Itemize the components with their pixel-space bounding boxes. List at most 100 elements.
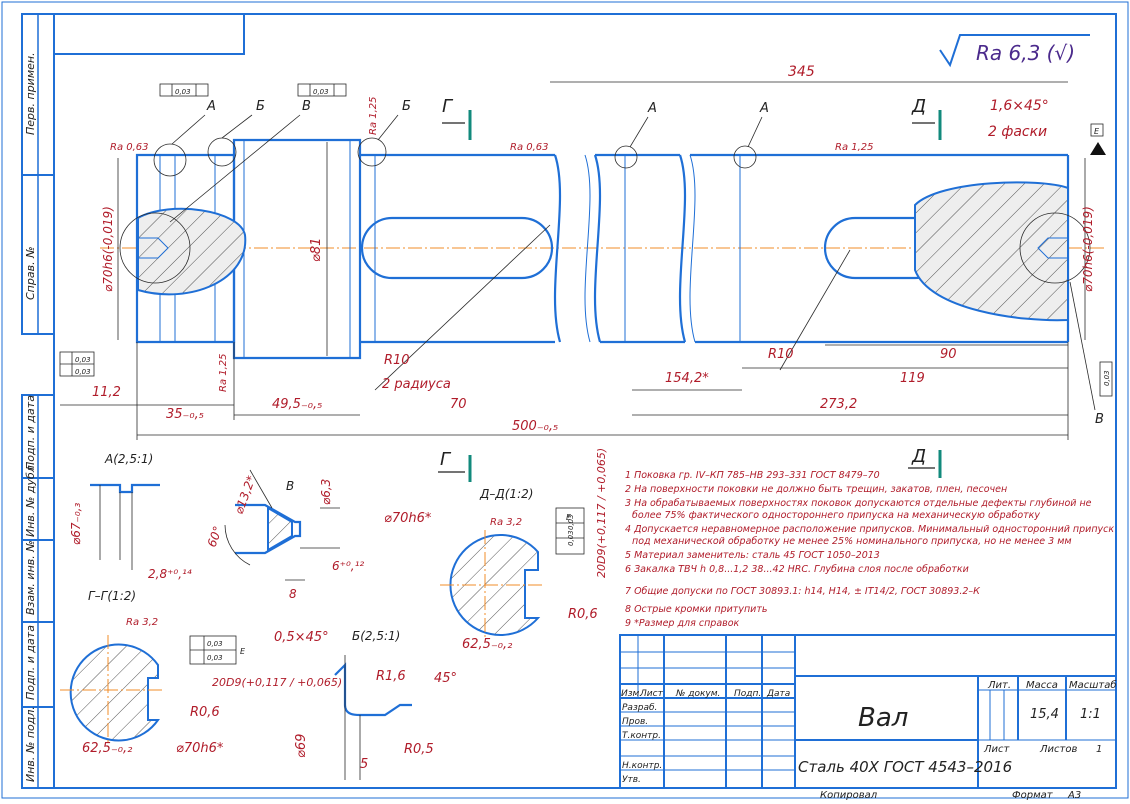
detail-b-chamfer: 0,5×45°	[274, 630, 329, 645]
left-strip: Перв. примен. Справ. № Подп. и дата Инв.…	[21, 13, 55, 789]
tb-row-2: Т.контр.	[622, 731, 661, 741]
tol-right: 0,03	[1103, 370, 1111, 386]
dim-273: 273,2	[820, 397, 857, 412]
shaft-main-view	[100, 137, 1105, 360]
dimension-lines	[60, 81, 1086, 440]
section-gg-ra: Ra 3,2	[126, 617, 158, 628]
cut-letter-g-bottom: Г	[440, 449, 452, 470]
detail-v: В ⌀13,2* ⌀6,3 60° 6⁺⁰,¹² 8	[205, 469, 364, 601]
tb-mass-label: Масса	[1026, 680, 1058, 691]
section-dd-r06: R0,6	[568, 607, 598, 622]
detail-v-angle: 60°	[205, 524, 225, 549]
ra-left: Ra 0,63	[110, 142, 149, 153]
dim-d70-left: ⌀70h6(-0,019)	[101, 206, 115, 292]
detail-b-w5: 5	[360, 757, 368, 772]
tb-row-1: Пров.	[622, 717, 648, 727]
tb-lit: Лит.	[987, 680, 1011, 691]
tol-left2: 0,03	[75, 368, 91, 376]
side-label-0: Перв. примен.	[24, 52, 37, 135]
side-label-5: Подп. и дата	[24, 625, 37, 700]
section-dd-d70: ⌀70h6*	[384, 511, 432, 526]
detail-a-d67: ⌀67₋₀,₃	[69, 503, 83, 545]
letter-a2: А	[647, 101, 657, 116]
side-label-3: Инв. № дубл.	[24, 462, 37, 537]
tb-scale: 1:1	[1080, 707, 1101, 722]
section-dd: Д–Д(1:2) 0,03 0,03 Е Ra 3,2 ⌀70h6* 20D9(…	[384, 448, 608, 652]
section-dd-ra: Ra 3,2	[490, 517, 522, 528]
detail-v-d6: ⌀6,3	[319, 479, 333, 505]
top-left-box	[53, 13, 245, 55]
base-e-right: Е	[1094, 127, 1100, 136]
letter-b1: Б	[256, 99, 265, 114]
dim-70: 70	[450, 397, 467, 412]
section-gg-d70: ⌀70h6*	[176, 741, 224, 756]
note-5: под механической обработку не менее 25% …	[632, 536, 1072, 547]
dim-overall: 345	[788, 64, 815, 80]
dim-r10-left: R10	[384, 353, 410, 368]
dim-r10-note: 2 радиуса	[382, 377, 451, 392]
detail-v-depth6: 6⁺⁰,¹²	[332, 559, 364, 573]
letter-b2: Б	[402, 99, 411, 114]
letter-a1: А	[206, 99, 216, 114]
note-0: 1 Поковка гр. IV–КП 785–НВ 293–331 ГОСТ …	[625, 470, 880, 481]
note-10: 9 *Размер для справок	[625, 618, 740, 629]
cut-markers: Г Д Г Д	[438, 96, 942, 482]
tol-top1: 0,03	[175, 88, 191, 96]
tol-top2: 0,03	[313, 88, 329, 96]
detail-b-r05: R0,5	[404, 742, 434, 757]
technical-notes: 1 Поковка гр. IV–КП 785–НВ 293–331 ГОСТ …	[625, 470, 1114, 629]
section-dd-title: Д–Д(1:2)	[479, 487, 533, 501]
detail-b-r16: R1,6	[376, 669, 406, 684]
tb-sheets: Листов	[1039, 744, 1077, 755]
tb-material: Сталь 40Х ГОСТ 4543–2016	[798, 758, 1012, 776]
ra-mid: Ra 0,63	[510, 142, 549, 153]
dim-chamfer-note: 2 фаски	[988, 124, 1047, 140]
tb-row-0: Разраб.	[622, 703, 657, 713]
tb-col-data: Дата	[766, 689, 790, 699]
title-block: Изм. Лист № докум. Подп. Дата Разраб. Пр…	[619, 634, 1117, 801]
dim-49: 49,5₋₀,₅	[272, 397, 322, 412]
detail-a-w: 2,8⁺⁰,¹⁴	[148, 567, 192, 581]
detail-b-angle: 45°	[434, 671, 457, 686]
inner-frame	[53, 13, 1117, 789]
note-8: 7 Общие допуски по ГОСТ 30893.1: h14, H1…	[625, 586, 981, 597]
section-gg-h: 62,5₋₀,₂	[82, 741, 132, 756]
tb-col-izm: Изм.	[621, 689, 642, 699]
general-roughness-sign: Ra 6,3 (√)	[939, 34, 1090, 68]
main-view-dimensions: 345 1,6×45° 2 фаски Ra 0,63 Ra 0,63 Ra 1…	[92, 64, 1095, 434]
tolerance-frames: 0,03 0,03 0,03 0,03 0,03	[59, 83, 1113, 397]
section-dd-tol1: 0,03	[567, 514, 575, 530]
dim-11: 11,2	[92, 385, 121, 400]
section-gg-tol2: 0,03	[207, 654, 223, 662]
dim-chamfer: 1,6×45°	[990, 98, 1049, 114]
section-gg-title: Г–Г(1:2)	[88, 589, 136, 603]
note-1: 2 На поверхности поковки не должно быть …	[625, 484, 1007, 495]
tb-format-label: Формат	[1012, 790, 1054, 800]
dim-35: 35₋₀,₅	[166, 407, 204, 422]
tb-copied: Копировал	[820, 790, 878, 800]
note-6: 5 Материал заменитель: сталь 45 ГОСТ 105…	[625, 550, 880, 561]
detail-b: Б(2,5:1) 0,5×45° R1,6 45° ⌀69 R0,5 5	[274, 629, 457, 780]
detail-a: А(2,5:1) ⌀67₋₀,₃ 2,8⁺⁰,¹⁴	[69, 452, 192, 581]
side-label-1: Справ. №	[24, 246, 37, 300]
tb-col-podp: Подп.	[734, 689, 761, 699]
note-4: 4 Допускается неравномерное расположение…	[625, 524, 1114, 535]
dim-500: 500₋₀,₅	[512, 419, 558, 434]
ra-vert: Ra 1,25	[368, 96, 379, 135]
section-dd-tol2: 0,03	[567, 530, 575, 546]
letter-v2: В	[1095, 412, 1104, 427]
detail-b-d69: ⌀69	[294, 734, 309, 758]
tb-format: А3	[1067, 790, 1081, 800]
section-dd-h: 62,5₋₀,₂	[462, 637, 512, 652]
tol-left1: 0,03	[75, 356, 91, 364]
detail-v-d13: ⌀13,2*	[232, 474, 259, 516]
section-dd-base: Е	[566, 513, 572, 522]
ra-lower: Ra 1,25	[218, 353, 229, 392]
dim-154: 154,2*	[665, 371, 709, 386]
tb-part-name: Вал	[858, 703, 908, 733]
note-2: 3 На обрабатываемых поверхностях поковок…	[625, 498, 1092, 509]
tb-sheet: Лист	[983, 744, 1011, 755]
detail-b-title: Б(2,5:1)	[352, 629, 400, 643]
